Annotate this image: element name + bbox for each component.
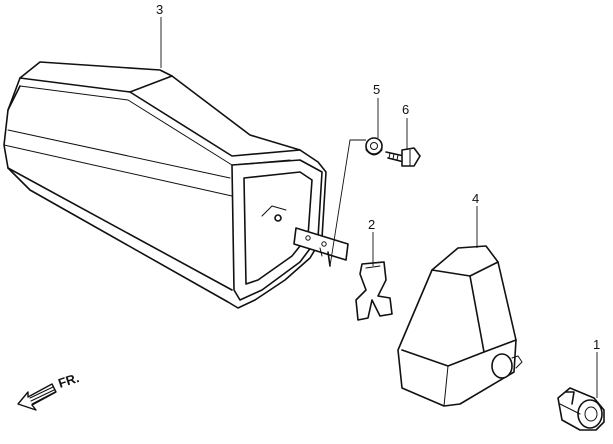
callout-part-2: 2: [368, 217, 375, 232]
callout-part-4: 4: [472, 191, 479, 206]
small-cap-part-4: [397, 245, 523, 407]
front-direction-label: FR.: [56, 370, 81, 391]
callout-part-6: 6: [402, 102, 409, 117]
callout-part-1: 1: [593, 337, 600, 352]
callout-part-3: 3: [156, 2, 163, 17]
spring-clip-part-2: [355, 261, 393, 321]
leader-lines: [160, 17, 598, 398]
bolt-part-6: [385, 147, 421, 167]
callout-part-5: 5: [373, 82, 380, 97]
front-direction-indicator: FR.: [17, 370, 81, 411]
grommet-part-1: [557, 387, 605, 431]
housing-cover-part-3: [3, 61, 349, 309]
washer-part-5: [365, 137, 383, 156]
